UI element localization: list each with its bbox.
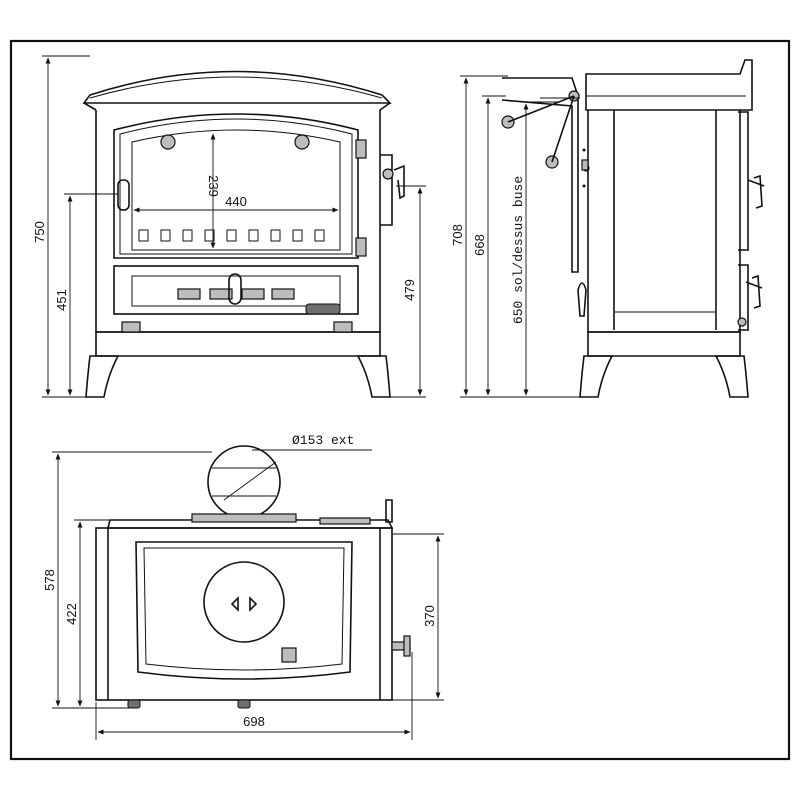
dim-479: 479	[402, 279, 417, 301]
dim-440: 440	[225, 194, 247, 209]
front-grate	[138, 229, 325, 242]
dim-650-sol-dessus-buse: 650 sol/dessus buse	[511, 176, 526, 324]
dim-578: 578	[42, 569, 57, 591]
dim-750: 750	[32, 221, 47, 243]
dim-422: 422	[64, 603, 79, 625]
drawing-frame	[9, 39, 791, 761]
dim-239: 239	[206, 175, 221, 197]
front-view: 750 451 239 440 479	[32, 55, 426, 398]
side-view: 708 668 650 sol/dessus buse	[450, 59, 765, 398]
dim-370: 370	[422, 605, 437, 627]
front-door-handle	[117, 179, 130, 211]
dim-451: 451	[54, 289, 69, 311]
dim-flue-diameter: Ø153 ext	[292, 433, 354, 448]
dim-698: 698	[243, 714, 265, 729]
dim-708: 708	[450, 224, 465, 246]
flue-outlet	[207, 445, 281, 519]
top-view: Ø153 ext 578 422 370	[42, 433, 444, 740]
top-body	[95, 527, 393, 701]
ashpan-handle	[228, 273, 242, 305]
dim-668: 668	[472, 234, 487, 256]
